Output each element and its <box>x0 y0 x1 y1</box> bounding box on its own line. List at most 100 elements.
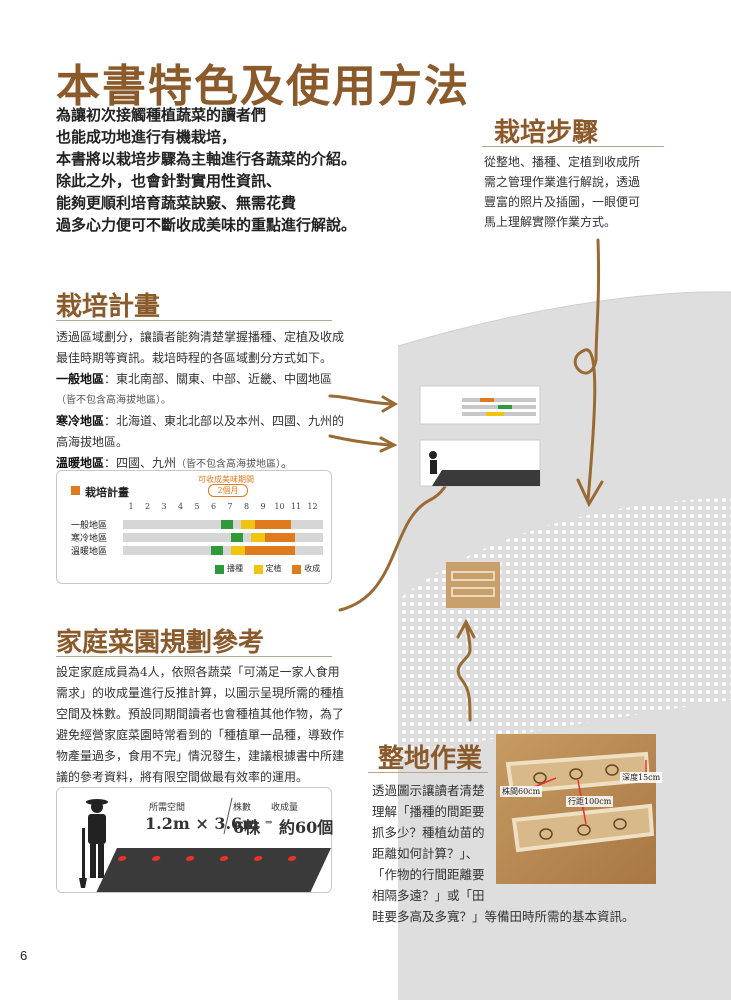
space-label: 所需空間 <box>149 803 186 813</box>
legend-label: 定植 <box>265 564 282 573</box>
harvest-period-label: 可收成美味期間 <box>198 475 254 484</box>
plan-line: 最佳時期等資訊。栽培時程的各區域劃分方式如下。 <box>56 351 333 365</box>
space-value: 1.2m × 3.6m <box>145 814 260 833</box>
plant-marker <box>286 856 298 861</box>
harvest-period-value: 2個月 <box>208 484 248 497</box>
sow-bar <box>211 546 223 555</box>
month-label: 6 <box>210 502 217 511</box>
soil-photo: 深度15cm 株間60cm 行距100cm <box>496 734 663 884</box>
garden-line: 避免經營家庭菜園時常看到的「種植單一品種，導致作 <box>56 728 345 742</box>
page-title: 本書特色及使用方法 <box>56 61 470 112</box>
soil-title: 整地作業 <box>378 744 483 774</box>
plan-row-label: 溫暖地區 <box>71 547 108 557</box>
intro-text: 為讓初次接觸種植蔬菜的讀者們 也能成功地進行有機栽培， 本書將以栽培步驟為主軸進… <box>56 104 356 236</box>
plan-row-label: 一般地區 <box>71 521 108 531</box>
row-spacing-label: 行距100cm <box>566 796 614 807</box>
soil-text: 透過圖示讓讀者清楚 理解「播種的間距要 抓多少？種植幼苗的 距離如何計算？」、 … <box>372 780 635 927</box>
soil-rule <box>368 772 488 773</box>
plan-table-box: 栽培計畫 1 2 3 4 5 6 7 8 9 10 11 12 一般地區 寒冷地… <box>56 470 332 584</box>
sow-bar <box>221 520 233 529</box>
soil-line: 理解「播種的間距要 <box>372 804 485 819</box>
yield-label: 收成量 <box>271 803 299 813</box>
steps-line: 從整地、播種、定植到收成所 <box>484 155 641 169</box>
result-arrow: ⇒ <box>265 818 273 828</box>
month-label: 11 <box>290 502 302 511</box>
month-label: 10 <box>274 502 285 511</box>
garden-title: 家庭菜園規劃參考 <box>56 628 265 658</box>
plan-row-label: 寒冷地區 <box>71 534 108 544</box>
steps-line: 豐富的照片及插圖，一眼便可 <box>484 195 641 209</box>
spacing-label: 株間60cm <box>500 786 543 797</box>
plan-rule <box>56 320 332 321</box>
plan-month-axis: 1 2 3 4 5 6 7 8 9 10 11 12 <box>123 502 323 514</box>
plant-marker <box>218 856 230 861</box>
soil-line: 距離如何計算？」、 <box>372 846 479 861</box>
plan-line: 透過區域劃分，讓讀者能夠清楚掌握播種、定植及收成 <box>56 330 345 344</box>
yield-value: 約60個 <box>279 818 334 837</box>
plan-legend: 播種 定植 收成 <box>207 563 320 574</box>
field-bed <box>96 848 331 892</box>
month-label: 2 <box>144 502 151 511</box>
month-label: 1 <box>128 502 134 511</box>
count-value: 6株 <box>233 818 261 837</box>
legend-label: 播種 <box>227 564 243 573</box>
soil-line: 透過圖示讓讀者清楚 <box>372 783 485 798</box>
plant-marker <box>184 856 196 861</box>
plan-row-bars <box>123 533 323 542</box>
region-warm-label: 溫暖地區 <box>56 456 105 470</box>
soil-line: 「作物的行間距離要 <box>372 867 485 882</box>
region-cold-text: ：北海道、東北北部以及本州、四國、九州的 <box>104 414 345 428</box>
plant-marker <box>116 856 128 861</box>
region-warm-note: （皆不包含高海拔地區） <box>176 459 282 470</box>
month-label: 12 <box>307 502 318 511</box>
page-number: 6 <box>20 948 28 963</box>
plan-row-bars <box>123 520 323 529</box>
garden-plan-box: 所需空間 株數 收成量 1.2m × 3.6m 6株 ⇒ 約60個 <box>56 787 334 893</box>
intro-line: 也能成功地進行有機栽培， <box>56 128 237 146</box>
soil-line: 畦要多高及多寬？」等備田時所需的基本資訊。 <box>372 909 635 924</box>
garden-line: 空間及株數。預設同期間讀者也會種植其他作物，為了 <box>56 707 345 721</box>
intro-line: 為讓初次接觸種植蔬菜的讀者們 <box>56 106 267 124</box>
legend-swatch <box>253 564 263 574</box>
region-cold-label: 寒冷地區 <box>56 414 105 428</box>
region-general-text: ：東北南部、關東、中部、近畿、中國地區 <box>104 372 333 386</box>
intro-line: 本書將以栽培步驟為主軸進行各蔬菜的介紹。 <box>56 150 357 168</box>
steps-text: 從整地、播種、定植到收成所 需之管理作業進行解說，透過 豐富的照片及插圖，一眼便… <box>484 152 640 232</box>
month-label: 4 <box>177 502 184 511</box>
harvest-bar <box>265 533 295 542</box>
farmer-icon <box>79 799 108 888</box>
steps-line: 需之管理作業進行解說，透過 <box>484 175 641 189</box>
intro-line: 除此之外，也會針對實用性資訊、 <box>56 172 282 190</box>
plant-marker <box>150 856 162 861</box>
month-label: 7 <box>227 502 233 511</box>
month-label: 5 <box>194 502 200 511</box>
steps-title: 栽培步驟 <box>494 118 599 148</box>
month-label: 8 <box>243 502 250 511</box>
region-warm-text: ：四國、九州 <box>104 456 177 470</box>
garden-rule <box>56 656 332 657</box>
plant-marker <box>252 856 264 861</box>
harvest-bar <box>255 520 291 529</box>
plan-title: 栽培計畫 <box>56 292 161 322</box>
plan-text: 透過區域劃分，讓讀者能夠清楚掌握播種、定植及收成 最佳時期等資訊。栽培時程的各區… <box>56 327 344 475</box>
soil-line: 抓多少？種植幼苗的 <box>372 825 485 840</box>
region-general-note: （皆不包含高海拔地區）。 <box>56 395 171 406</box>
divider-slash <box>223 797 233 835</box>
garden-line: 設定家庭成員為4人，依照各蔬菜「可滿足一家人食用 <box>56 665 340 679</box>
legend-swatch <box>215 564 224 574</box>
garden-line: 物產量過多，食用不完」情況發生，建議根據書中所建 <box>56 749 345 763</box>
count-label: 株數 <box>233 803 252 813</box>
garden-text: 設定家庭成員為4人，依照各蔬菜「可滿足一家人食用 需求」的收成量進行反推計算，以… <box>56 662 344 788</box>
intro-line: 過多心力便可不斷收成美味的重點進行解說。 <box>56 216 357 234</box>
plan-row-bars <box>123 546 323 555</box>
garden-line: 議的參考資料，將有限空間做最有效率的運用。 <box>56 770 309 784</box>
month-label: 9 <box>260 502 266 511</box>
plant-bar <box>251 533 265 542</box>
garden-line: 需求」的收成量進行反推計算，以圖示呈現所需的種植 <box>56 686 345 700</box>
depth-label: 深度15cm <box>620 772 663 783</box>
month-label: 3 <box>161 502 167 511</box>
soil-line: 相隔多遠？」或「田 <box>372 888 485 903</box>
intro-line: 能夠更順利培育蔬菜訣竅、無需花費 <box>56 194 297 212</box>
plant-bar <box>231 546 245 555</box>
